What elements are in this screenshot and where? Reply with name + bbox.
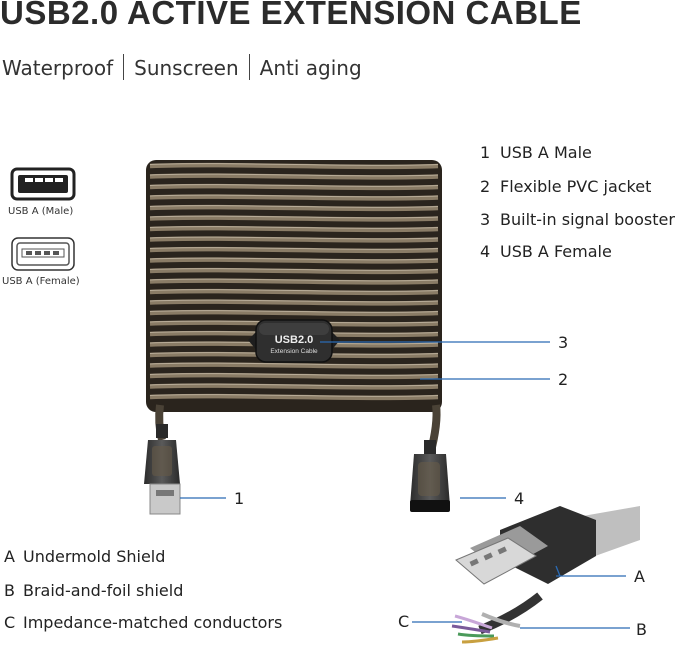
callout-1: 1 — [234, 489, 245, 508]
signal-booster: USB2.0 Extension Cable — [248, 319, 340, 363]
coil-loop — [149, 278, 439, 285]
coil-highlight — [149, 184, 439, 187]
coil-loop — [149, 372, 439, 380]
coil-highlight — [149, 215, 439, 219]
feature-anti-aging: Anti aging — [259, 56, 362, 80]
coil-highlight — [149, 205, 439, 208]
legend-item-1: 1 USB A Male — [480, 143, 592, 162]
coil-highlight — [149, 289, 439, 292]
part-letter: B — [4, 581, 15, 600]
part-label: Undermold Shield — [23, 547, 166, 566]
feature-list: Waterproof Sunscreen Anti aging — [2, 54, 362, 80]
legend-num: 4 — [480, 242, 491, 261]
coil-highlight — [149, 373, 439, 376]
coil-highlight — [149, 226, 439, 229]
callout-lines — [180, 341, 630, 629]
legend-label: Built-in signal booster — [500, 210, 675, 229]
callout-a: A — [634, 567, 645, 586]
part-item-a: A Undermold Shield — [4, 547, 165, 566]
legend-label: USB A Male — [500, 143, 592, 162]
usb-a-male-label: USB A (Male) — [8, 206, 74, 217]
coil-loop — [149, 267, 439, 275]
coil-highlight — [149, 394, 439, 397]
usb-female-plug — [410, 440, 450, 512]
callout-2: 2 — [558, 370, 569, 389]
coil-highlight — [149, 194, 439, 198]
coil-loop — [149, 183, 439, 191]
coil-loop — [149, 309, 439, 317]
feature-sunscreen: Sunscreen — [134, 56, 239, 80]
coil-loop — [149, 236, 439, 243]
legend-item-2: 2 Flexible PVC jacket — [480, 177, 651, 196]
coil-loop — [149, 299, 439, 306]
coil-loop — [149, 215, 439, 222]
coil-highlight — [149, 278, 439, 282]
legend-item-4: 4 USB A Female — [480, 242, 612, 261]
legend-item-3: 3 Built-in signal booster — [480, 210, 675, 229]
coil-loop — [149, 393, 439, 401]
coil-highlight — [149, 173, 439, 177]
part-label: Impedance-matched conductors — [23, 613, 283, 632]
cable-cutaway-detail — [451, 506, 640, 644]
feature-divider — [248, 54, 250, 80]
callout-b: B — [636, 620, 647, 639]
coil-highlight — [149, 268, 439, 271]
coil-loop — [149, 162, 439, 170]
coil-highlight — [149, 236, 439, 240]
coil-highlight — [149, 383, 439, 387]
legend-num: 3 — [480, 210, 491, 229]
coil-loop — [149, 383, 439, 390]
feature-divider — [123, 54, 125, 80]
coil-loop — [149, 362, 439, 369]
callout-c: C — [398, 612, 410, 631]
part-letter: C — [4, 613, 16, 632]
callout-3: 3 — [558, 333, 569, 352]
coil-loop — [149, 246, 439, 254]
usb-a-male-icon — [10, 167, 76, 201]
legend-label: USB A Female — [500, 242, 612, 261]
part-item-c: C Impedance-matched conductors — [4, 613, 282, 632]
booster-label-line2: Extension Cable — [270, 348, 318, 355]
usb-a-female-label: USB A (Female) — [2, 276, 80, 287]
legend-label: Flexible PVC jacket — [500, 177, 652, 196]
usb-male-plug — [144, 424, 181, 515]
page-title: USB2.0 ACTIVE EXTENSION CABLE — [0, 0, 582, 31]
booster-label-line1: USB2.0 — [275, 334, 314, 346]
part-item-b: B Braid-and-foil shield — [4, 581, 183, 600]
feature-waterproof: Waterproof — [2, 56, 114, 80]
legend-num: 2 — [480, 177, 491, 196]
coil-loop — [149, 173, 439, 180]
coil-loop — [149, 288, 439, 296]
coil-highlight — [149, 310, 439, 313]
coil-loop — [149, 257, 439, 264]
part-letter: A — [4, 547, 15, 566]
legend-num: 1 — [480, 143, 491, 162]
callout-4: 4 — [514, 489, 525, 508]
usb-a-female-icon — [11, 237, 75, 271]
coil-highlight — [149, 299, 439, 303]
coil-loop — [149, 204, 439, 212]
coil-highlight — [149, 362, 439, 366]
coil-loop — [149, 225, 439, 233]
coil-loop — [149, 194, 439, 201]
coil-highlight — [149, 257, 439, 261]
coil-highlight — [149, 247, 439, 250]
part-label: Braid-and-foil shield — [23, 581, 184, 600]
cable-coil — [146, 160, 442, 457]
coil-highlight — [149, 163, 439, 166]
